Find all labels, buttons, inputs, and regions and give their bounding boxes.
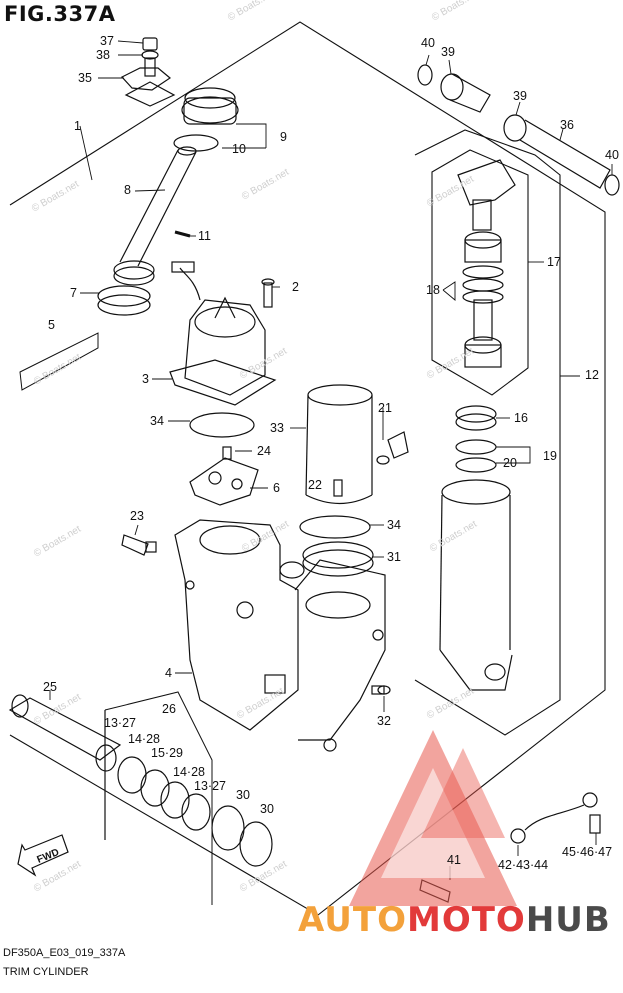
fwd-text: FWD xyxy=(36,847,61,866)
callout-41[interactable]: 41 xyxy=(447,853,461,867)
callout-32[interactable]: 32 xyxy=(377,714,391,728)
leader-lines xyxy=(49,40,613,880)
ring-30b xyxy=(239,821,273,867)
callout-15-29[interactable]: 15·29 xyxy=(151,746,183,760)
callout-34b[interactable]: 34 xyxy=(387,518,401,532)
callout-39a[interactable]: 39 xyxy=(441,45,455,59)
callout-14-28a[interactable]: 14·28 xyxy=(128,732,160,746)
ring-20 xyxy=(455,457,497,473)
logo-auto: AUTO xyxy=(298,900,407,940)
callout-13-27b[interactable]: 13·27 xyxy=(194,779,226,793)
callout-33[interactable]: 33 xyxy=(270,421,284,435)
callout-6[interactable]: 6 xyxy=(273,481,280,495)
callout-37[interactable]: 37 xyxy=(100,34,114,48)
filler-plug xyxy=(173,87,239,152)
assembly-frame xyxy=(9,21,606,916)
ring-19 xyxy=(455,439,497,455)
callout-4[interactable]: 4 xyxy=(165,666,172,680)
ring-13 xyxy=(117,756,147,794)
callout-14-28b[interactable]: 14·28 xyxy=(173,765,205,779)
piston-rod xyxy=(457,159,516,368)
callout-2[interactable]: 2 xyxy=(292,280,299,294)
automotohub-logo: AUTOMOTOHUB xyxy=(298,900,611,940)
callout-26[interactable]: 26 xyxy=(162,702,176,716)
bolt-2 xyxy=(261,278,275,308)
automotohub-triangle-logo xyxy=(349,730,517,906)
callout-11[interactable]: 11 xyxy=(198,229,211,243)
callout-8[interactable]: 8 xyxy=(124,183,131,197)
bolt-22 xyxy=(333,479,343,497)
connector-frame xyxy=(19,332,99,391)
callout-45-46-47[interactable]: 45·46·47 xyxy=(562,845,613,859)
trim-cylinder-tube xyxy=(439,479,513,691)
callout-20[interactable]: 20 xyxy=(503,456,517,470)
callout-3[interactable]: 3 xyxy=(142,372,149,386)
callout-38[interactable]: 38 xyxy=(96,48,110,62)
rod-subframe xyxy=(431,149,529,396)
pivot-shaft xyxy=(417,64,620,196)
cylinder-subframe xyxy=(414,129,561,736)
ground-cable xyxy=(510,792,601,844)
callout-30b[interactable]: 30 xyxy=(260,802,274,816)
callout-17[interactable]: 17 xyxy=(547,255,561,269)
valve-23 xyxy=(121,534,157,556)
callout-40a[interactable]: 40 xyxy=(421,36,435,50)
trim-motor xyxy=(169,261,277,406)
callout-24[interactable]: 24 xyxy=(257,444,271,458)
callout-13-27a[interactable]: 13·27 xyxy=(104,716,136,730)
callout-21[interactable]: 21 xyxy=(378,401,392,415)
oring-31 xyxy=(302,541,374,569)
screw-24 xyxy=(222,446,232,460)
oring-7a xyxy=(97,285,151,307)
callout-31[interactable]: 31 xyxy=(387,550,401,564)
logo-hub: HUB xyxy=(525,900,611,940)
ring-15 xyxy=(160,781,190,819)
seal-16b xyxy=(455,413,497,431)
callout-30a[interactable]: 30 xyxy=(236,788,250,802)
figure-title: FIG.337A xyxy=(4,2,116,26)
ring-28 xyxy=(181,793,211,831)
callout-25[interactable]: 25 xyxy=(43,680,57,694)
ring-14 xyxy=(140,769,170,807)
callout-39b[interactable]: 39 xyxy=(513,89,527,103)
fitting-21 xyxy=(376,431,409,465)
callout-40b[interactable]: 40 xyxy=(605,148,619,162)
callout-5[interactable]: 5 xyxy=(48,318,55,332)
callout-36[interactable]: 36 xyxy=(560,118,574,132)
callout-23[interactable]: 23 xyxy=(130,509,144,523)
bolt-32 xyxy=(371,685,391,695)
sleeve-25 xyxy=(8,694,122,772)
seal-16 xyxy=(455,405,497,423)
reservoir-cap xyxy=(121,37,176,107)
callout-42-43-44[interactable]: 42·43·44 xyxy=(498,858,549,872)
ring-30a xyxy=(211,805,245,851)
callout-12[interactable]: 12 xyxy=(585,368,599,382)
callout-1[interactable]: 1 xyxy=(74,119,81,133)
callout-7[interactable]: 7 xyxy=(70,286,77,300)
callout-34a[interactable]: 34 xyxy=(150,414,164,428)
oring-34a xyxy=(189,412,255,438)
oring-7b xyxy=(97,294,151,316)
callout-16[interactable]: 16 xyxy=(514,411,528,425)
manifold-body xyxy=(174,519,386,752)
reservoir-cylinder xyxy=(305,384,373,504)
oring-34b xyxy=(299,515,371,539)
figure-caption: TRIM CYLINDER xyxy=(3,966,89,978)
callout-10[interactable]: 10 xyxy=(232,142,246,156)
pin-11 xyxy=(174,230,191,238)
callout-22[interactable]: 22 xyxy=(308,478,322,492)
callout-18[interactable]: 18 xyxy=(426,283,440,297)
figure-code: DF350A_E03_019_337A xyxy=(3,947,126,959)
logo-moto: MOTO xyxy=(406,900,526,940)
gear-plate xyxy=(189,457,259,506)
oil-tube xyxy=(113,146,197,286)
callout-19[interactable]: 19 xyxy=(543,449,557,463)
callout-9[interactable]: 9 xyxy=(280,130,287,144)
callout-35[interactable]: 35 xyxy=(78,71,92,85)
oring-31-inner xyxy=(302,549,374,577)
